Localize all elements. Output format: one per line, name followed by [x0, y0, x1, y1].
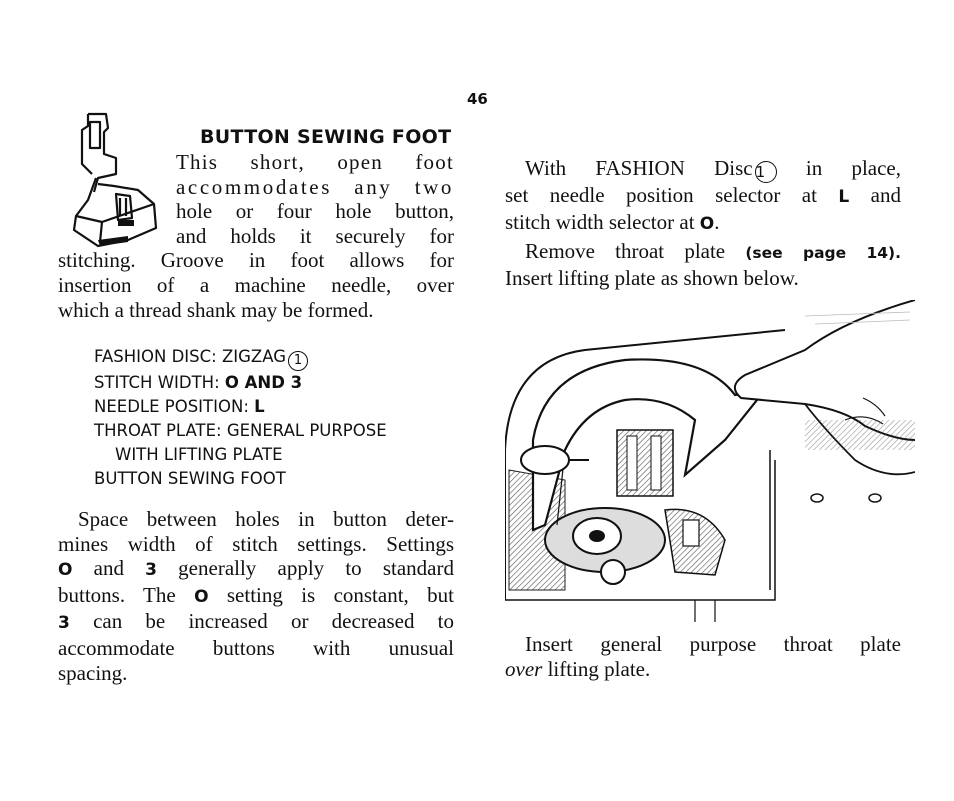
circled-number: 1 — [754, 161, 777, 183]
intro-line: stitching. Groove in foot allows for — [58, 248, 454, 273]
setting-stitch-width: STITCH WIDTH: O AND 3 — [94, 373, 303, 392]
setting-needle-position: NEEDLE POSITION: L — [94, 397, 265, 416]
setting-throat-plate-cont: WITH LIFTING PLATE — [115, 445, 283, 464]
setting-foot: BUTTON SEWING FOOT — [94, 469, 286, 488]
button-sewing-foot-illustration — [72, 112, 158, 248]
remove-plate-paragraph: Remove throat plate (see page 14). Inser… — [505, 239, 901, 290]
lifting-plate-illustration — [505, 300, 915, 622]
intro-line: hole or four hole button, — [176, 199, 454, 224]
intro-line: accommodates any two — [176, 174, 454, 199]
intro-line: This short, open foot — [176, 150, 454, 174]
spacing-paragraph: Space between holes in button deter- min… — [58, 507, 454, 685]
setting-throat-plate: THROAT PLATE: GENERAL PURPOSE — [94, 421, 387, 440]
intro-paragraph: This short, open foot accommodates any t… — [58, 150, 454, 322]
circled-number: 1 — [288, 351, 308, 371]
intro-line: insertion of a machine needle, over — [58, 272, 454, 297]
section-heading: BUTTON SEWING FOOT — [200, 126, 452, 148]
insert-plate-paragraph: Insert general purpose throat plate over… — [505, 632, 901, 681]
intro-line: which a thread shank may be formed. — [58, 297, 374, 322]
intro-line: and holds it securely for — [176, 223, 454, 248]
page-number: 46 — [467, 90, 488, 108]
